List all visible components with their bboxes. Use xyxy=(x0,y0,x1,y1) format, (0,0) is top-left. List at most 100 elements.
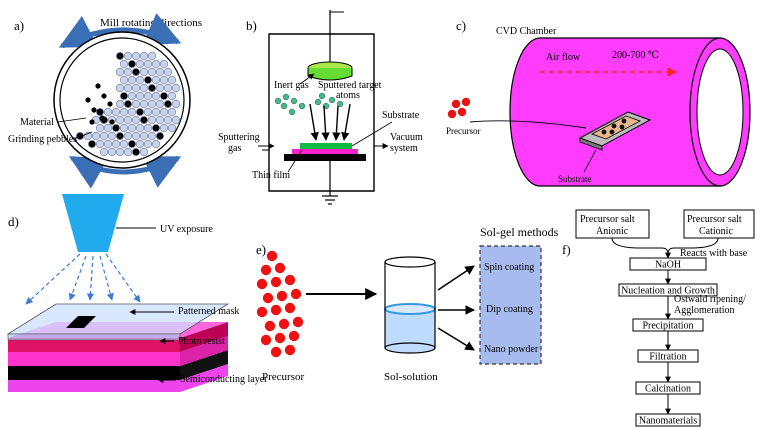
precursor-particle xyxy=(270,346,282,358)
grinding-pebble xyxy=(151,75,161,85)
precursor-atom xyxy=(457,107,467,117)
target-body xyxy=(307,68,353,81)
precursor-particle xyxy=(274,332,286,344)
sol-gel-methods-title: Sol-gel methods xyxy=(480,225,559,239)
panel-d-letter: d) xyxy=(8,214,19,229)
grinding-pebble xyxy=(135,75,145,85)
grinding-pebble xyxy=(147,67,157,77)
grinding-pebble xyxy=(123,115,133,125)
grinding-pebble xyxy=(103,139,113,149)
grinding-pebble xyxy=(159,107,169,117)
deposition-arrow-2 xyxy=(321,105,330,141)
panel-f-flowchart: f) Precursor salt Anionic Precursor salt… xyxy=(562,209,755,427)
precursor-particle xyxy=(276,290,288,302)
grinding-pebble xyxy=(123,131,133,141)
substrate-layer xyxy=(292,149,358,154)
grinding-pebble xyxy=(139,51,149,61)
sol-solution-label: Sol-solution xyxy=(384,371,438,383)
flow-step-label: NaOH xyxy=(655,260,681,271)
precursor-particle xyxy=(288,330,300,342)
grinding-pebble xyxy=(155,67,165,77)
grinding-pebble xyxy=(159,123,169,133)
deposition-arrow-1 xyxy=(309,103,319,141)
flow-step-box xyxy=(635,413,701,427)
thin-film-label: Thin film xyxy=(252,170,290,181)
semiconducting-layer xyxy=(8,366,180,380)
substrate-label-b: Substrate xyxy=(382,110,420,121)
gas-atom xyxy=(314,98,322,106)
temperature-label: 200-700 ℃ xyxy=(612,50,659,61)
gas-atom xyxy=(282,93,290,101)
grinding-pebble xyxy=(131,115,141,125)
grinding-pebble xyxy=(99,147,109,157)
panel-b-letter: b) xyxy=(246,18,257,33)
grinding-pebble xyxy=(139,131,149,141)
grinding-pebble xyxy=(99,131,109,141)
material-particle xyxy=(160,92,168,100)
cationic-box xyxy=(683,209,755,239)
grinding-pebble xyxy=(147,51,157,61)
material-particle xyxy=(107,101,113,107)
thin-film-pointer xyxy=(287,149,303,173)
cvd-tube-opening xyxy=(696,48,744,176)
grinding-pebble xyxy=(167,123,177,133)
precursor-particle xyxy=(256,306,268,318)
uv-exposure-label: UV exposure xyxy=(160,224,213,235)
grinding-pebble xyxy=(123,51,133,61)
grinding-pebble xyxy=(163,67,173,77)
sol-precursor-particles xyxy=(256,250,304,358)
grinding-pebble xyxy=(107,147,117,157)
grinding-pebble xyxy=(139,147,149,157)
panel-a-letter: a) xyxy=(14,18,24,33)
grinding-pebble xyxy=(151,139,161,149)
grinding-pebble xyxy=(159,59,169,69)
material-particle xyxy=(109,119,115,125)
grinding-pebble xyxy=(115,83,125,93)
mill-rotation-label: Mill rotating directions xyxy=(100,17,202,29)
grinding-pebble xyxy=(123,83,133,93)
grinding-pebble xyxy=(115,67,125,77)
material-pointer xyxy=(57,117,87,123)
grinding-pebble xyxy=(119,75,129,85)
cvd-precursor-atoms xyxy=(447,97,471,119)
beaker xyxy=(384,256,436,354)
photo-resist-layer xyxy=(8,338,180,352)
gas-atom xyxy=(290,97,298,105)
material-particle xyxy=(99,115,105,121)
material-particle xyxy=(148,84,156,92)
method-arrow-3 xyxy=(437,327,475,351)
grinding-pebble xyxy=(147,131,157,141)
precursor-particle xyxy=(284,344,296,356)
grinding-pebble xyxy=(143,91,153,101)
resist-lower-side xyxy=(180,336,228,366)
precursor-particle xyxy=(264,320,276,332)
material-particle xyxy=(128,140,136,148)
precursor-particle xyxy=(290,288,302,300)
semi-layer-top xyxy=(8,364,228,392)
precursor-particle xyxy=(284,274,296,286)
resist-side xyxy=(180,322,228,352)
grinding-pebble xyxy=(127,123,137,133)
material-particle xyxy=(96,108,104,116)
material-particle xyxy=(140,116,148,124)
material-particle xyxy=(152,124,160,132)
deposited-particle xyxy=(619,124,625,130)
grinding-pebble xyxy=(135,91,145,101)
material-particle xyxy=(116,52,124,60)
semi-side xyxy=(180,350,228,380)
material-particle xyxy=(144,76,152,84)
grinding-pebble xyxy=(171,99,181,109)
cationic-line-1: Precursor salt xyxy=(687,214,742,225)
precursor-atom xyxy=(461,97,471,107)
resist-layer-lower xyxy=(8,352,180,366)
method-arrow-1 xyxy=(437,265,475,291)
precursor-label-c: Precursor xyxy=(446,126,481,136)
anionic-line-2: Anionic xyxy=(596,226,629,237)
grinding-pebble xyxy=(143,123,153,133)
grinding-pebble xyxy=(131,131,141,141)
grinding-pebble xyxy=(163,115,173,125)
substrate-holder xyxy=(284,154,366,161)
panel-d-lithography: d) UV exposure Patterned mask Photo resi… xyxy=(6,194,268,392)
grinding-pebble xyxy=(159,75,169,85)
material-particle xyxy=(112,124,120,132)
